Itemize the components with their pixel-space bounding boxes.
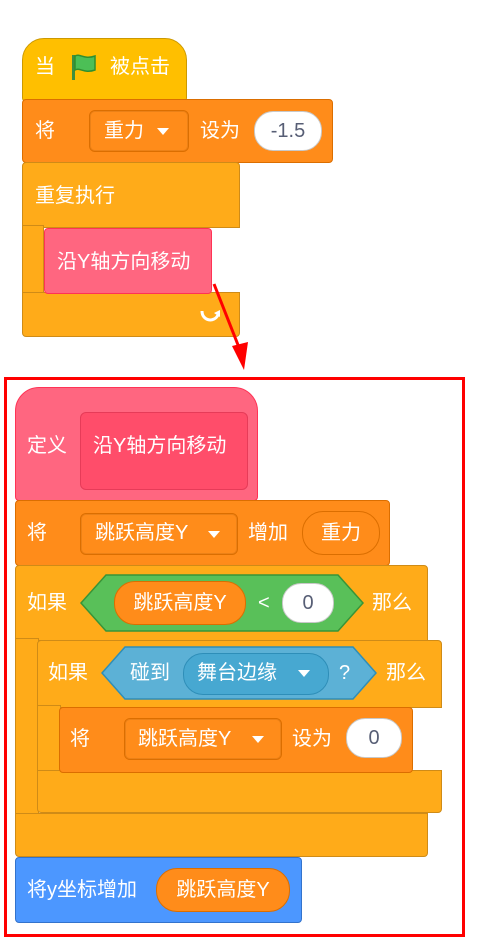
set-inner-value-input[interactable]: 0: [346, 718, 402, 758]
change-y-label: 将y坐标增加: [27, 879, 137, 901]
clicked-label: 被点击: [110, 56, 170, 78]
variable-dropdown-label: 重力: [104, 120, 144, 142]
when-label: 当: [35, 56, 55, 78]
forever-label: 重复执行: [35, 185, 115, 207]
set-value-input[interactable]: -1.5: [254, 111, 322, 151]
variable-dropdown[interactable]: [89, 110, 189, 152]
compare-value-input[interactable]: 0: [282, 583, 334, 623]
chevron-down-icon: [208, 531, 220, 538]
touching-label: 碰到: [130, 662, 170, 684]
forever-block-arm: [22, 225, 44, 295]
red-arrow-icon: [212, 283, 248, 370]
question-mark-label: ?: [339, 662, 351, 684]
inner-then-label: 那么: [386, 662, 426, 684]
chevron-down-icon: [298, 670, 310, 677]
when-flag-clicked-block[interactable]: [22, 38, 187, 102]
highlight-box: [4, 377, 465, 937]
inner-if-label: 如果: [48, 662, 88, 684]
loop-arrow-icon: [200, 310, 220, 322]
define-name-label: 沿Y轴方向移动: [93, 435, 227, 457]
set-inner-to-label: 设为: [292, 728, 332, 750]
change-y-reporter[interactable]: 跳跃高度Y: [156, 868, 290, 912]
change-variable-label: 跳跃高度Y: [95, 522, 189, 544]
inner-if-block-arm: [37, 705, 61, 775]
outer-then-label: 那么: [372, 592, 412, 614]
set-inner-variable-label: 跳跃高度Y: [138, 728, 232, 750]
green-flag-icon: [72, 54, 96, 80]
outer-if-block-arm: [15, 638, 39, 818]
call-custom-label: 沿Y轴方向移动: [57, 251, 191, 273]
set-prefix-label: 将: [35, 120, 55, 142]
forever-block-top[interactable]: [22, 162, 240, 228]
chevron-down-icon: [252, 736, 264, 743]
define-prefix-label: 定义: [27, 435, 67, 457]
set-to-label: 设为: [200, 120, 240, 142]
change-prefix-label: 将: [27, 522, 47, 544]
jump-height-reporter[interactable]: 跳跃高度Y: [114, 581, 246, 625]
gravity-reporter[interactable]: 重力: [302, 511, 380, 555]
less-than-symbol: <: [258, 592, 270, 614]
call-custom-block[interactable]: [44, 228, 212, 294]
change-by-label: 增加: [248, 522, 288, 544]
define-prototype-block[interactable]: [80, 412, 248, 490]
touch-target-label: 舞台边缘: [197, 662, 277, 684]
set-inner-prefix-label: 将: [70, 728, 90, 750]
outer-if-label: 如果: [27, 592, 67, 614]
chevron-down-icon: [157, 128, 169, 135]
outer-if-block-bottom: [15, 813, 428, 857]
inner-if-block-bottom: [37, 770, 442, 813]
